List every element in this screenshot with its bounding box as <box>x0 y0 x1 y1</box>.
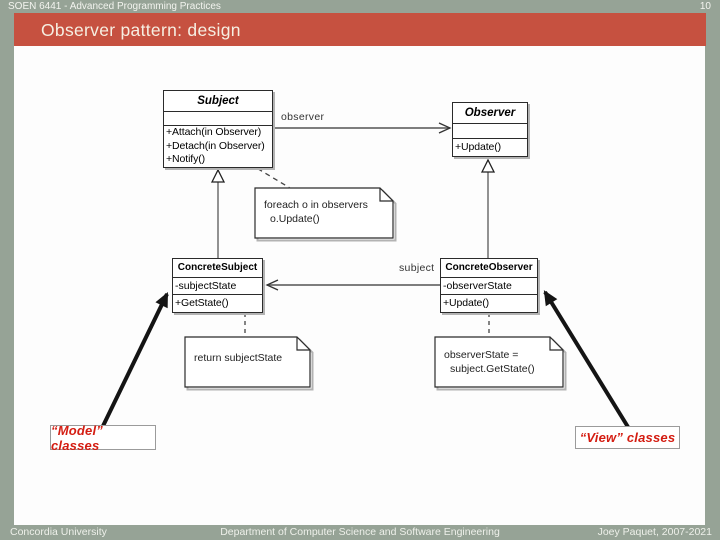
class-attributes-empty <box>453 124 527 139</box>
note-line: o.Update() <box>270 213 320 225</box>
class-methods: +Update() <box>441 295 537 312</box>
note-getstate-text: return subjectState <box>194 351 282 365</box>
page-number: 10 <box>699 1 711 12</box>
note-update-text: observerState = subject.GetState() <box>444 348 535 376</box>
model-classes-label: “Model” classes <box>50 423 156 453</box>
course-title: SOEN 6441 - Advanced Programming Practic… <box>8 1 221 12</box>
footer-university: Concordia University <box>10 526 107 538</box>
class-box-subject: Subject +Attach(in Observer) +Detach(in … <box>163 90 273 168</box>
class-attributes-empty <box>164 112 272 126</box>
footer-department: Department of Computer Science and Softw… <box>220 526 500 538</box>
footer-author: Joey Paquet, 2007-2021 <box>597 526 712 538</box>
note-line: subject.GetState() <box>450 363 535 375</box>
association-label-observer: observer <box>281 111 325 123</box>
note-line: observerState = <box>444 349 519 361</box>
note-notify-text: foreach o in observers o.Update() <box>264 198 368 226</box>
note-line: foreach o in observers <box>264 199 368 211</box>
slide-title: Observer pattern: design <box>41 20 241 40</box>
class-attributes: -observerState <box>441 278 537 295</box>
class-methods: +Attach(in Observer) +Detach(in Observer… <box>164 126 272 167</box>
attribute: -observerState <box>443 280 512 292</box>
title-banner: Observer pattern: design <box>14 13 706 46</box>
association-label-subject: subject <box>399 262 435 274</box>
method: +Notify() <box>166 153 206 165</box>
class-name: ConcreteSubject <box>173 259 262 278</box>
view-classes-label: “View” classes <box>575 426 680 449</box>
class-box-concrete-observer: ConcreteObserver -observerState +Update(… <box>440 258 538 313</box>
method: +Attach(in Observer) <box>166 126 262 138</box>
class-methods: +Update() <box>453 139 527 156</box>
method: +Update() <box>455 141 502 153</box>
diagram-canvas <box>14 46 705 525</box>
note-line: return subjectState <box>194 352 283 364</box>
class-box-concrete-subject: ConcreteSubject -subjectState +GetState(… <box>172 258 263 313</box>
attribute: -subjectState <box>175 280 237 292</box>
class-box-observer: Observer +Update() <box>452 102 528 157</box>
method: +Detach(in Observer) <box>166 139 265 152</box>
method: +Update() <box>443 297 490 309</box>
class-name: Observer <box>453 103 527 124</box>
class-attributes: -subjectState <box>173 278 262 295</box>
class-name: ConcreteObserver <box>441 259 537 278</box>
method: +GetState() <box>175 297 229 309</box>
class-name: Subject <box>164 91 272 112</box>
class-methods: +GetState() <box>173 295 262 312</box>
